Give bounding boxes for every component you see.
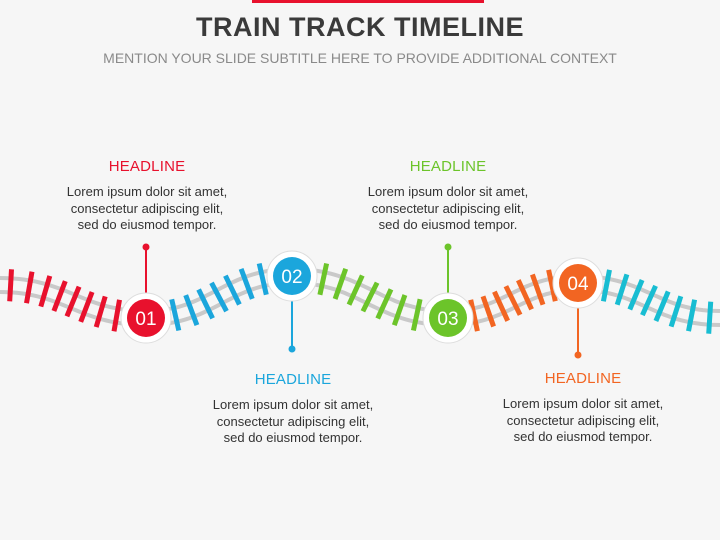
milestone-nodes: 01 02 03 04 xyxy=(120,250,604,344)
track-tie xyxy=(38,275,53,308)
milestone-04-callout: HEADLINE Lorem ipsum dolor sit amet, con… xyxy=(473,370,693,446)
track-tie xyxy=(346,274,365,306)
track-tie xyxy=(256,262,269,296)
track-tie xyxy=(391,294,408,327)
milestone-02-connector-dot xyxy=(288,345,296,353)
track-ties xyxy=(7,260,714,334)
milestone-03-headline: HEADLINE xyxy=(409,158,487,175)
track-tie xyxy=(51,280,68,312)
milestone-04-node: 04 xyxy=(552,257,604,309)
track-tie xyxy=(530,273,546,306)
track-tie xyxy=(706,301,714,334)
track-tie xyxy=(468,299,480,332)
milestone-02-headline: HEADLINE xyxy=(254,371,332,388)
milestone-03-number: 03 xyxy=(437,309,458,330)
milestone-03-connector-dot xyxy=(444,243,452,251)
milestone-01-text: Lorem ipsum dolor sit amet, consectetur … xyxy=(66,184,228,232)
milestone-04-number: 04 xyxy=(567,274,589,295)
milestone-03-node: 03 xyxy=(422,292,474,344)
track-tie xyxy=(332,267,349,300)
track-tie xyxy=(360,281,380,313)
milestone-01-callout: HEADLINE Lorem ipsum dolor sit amet, con… xyxy=(37,158,257,234)
milestone-02-number: 02 xyxy=(281,267,302,288)
track-tie xyxy=(668,295,684,328)
page-subtitle: MENTION YOUR SLIDE SUBTITLE HERE TO PROV… xyxy=(103,50,617,66)
track-tie xyxy=(640,284,658,317)
track-tie xyxy=(516,279,534,311)
track-tie xyxy=(600,269,612,302)
track-tie xyxy=(64,285,82,318)
track-tie xyxy=(627,279,645,311)
track-tie xyxy=(375,288,394,320)
track-tie xyxy=(317,262,330,296)
page-title: TRAIN TRACK TIMELINE xyxy=(196,12,524,42)
track-tie xyxy=(686,299,698,332)
track-tie xyxy=(169,298,182,332)
track-tie xyxy=(93,295,108,328)
rail-lower xyxy=(0,280,720,328)
track-tie xyxy=(546,269,558,302)
track-tie xyxy=(492,290,510,322)
milestone-01-node: 01 xyxy=(120,292,172,344)
track-tie xyxy=(480,295,496,328)
milestone-03-text: Lorem ipsum dolor sit amet, consectetur … xyxy=(367,184,529,232)
milestone-01-connector-dot xyxy=(142,243,150,251)
milestone-01-number: 01 xyxy=(135,309,156,330)
track-tie xyxy=(111,299,122,332)
track-tie xyxy=(223,274,242,306)
track-tie xyxy=(24,271,35,304)
track-tie xyxy=(410,298,423,332)
milestone-01-headline: HEADLINE xyxy=(108,158,186,175)
track-tie xyxy=(209,281,229,313)
milestone-02-callout: HEADLINE Lorem ipsum dolor sit amet, con… xyxy=(183,371,403,447)
track-tie xyxy=(196,288,215,320)
milestone-02-node: 02 xyxy=(266,250,318,302)
track-tie xyxy=(653,290,671,322)
milestone-04-text: Lorem ipsum dolor sit amet, consectetur … xyxy=(502,396,664,444)
track-tie xyxy=(78,291,95,323)
milestone-02-text: Lorem ipsum dolor sit amet, consectetur … xyxy=(212,397,374,445)
track-tie xyxy=(503,285,523,316)
milestone-04-headline: HEADLINE xyxy=(544,370,622,387)
track-tie xyxy=(183,294,200,326)
track-tie xyxy=(238,268,255,300)
milestone-04-connector-dot xyxy=(574,351,582,359)
title-accent-bar xyxy=(252,0,484,3)
track-tie xyxy=(7,269,14,302)
milestone-03-callout: HEADLINE Lorem ipsum dolor sit amet, con… xyxy=(338,158,558,234)
track-tie xyxy=(614,273,630,306)
